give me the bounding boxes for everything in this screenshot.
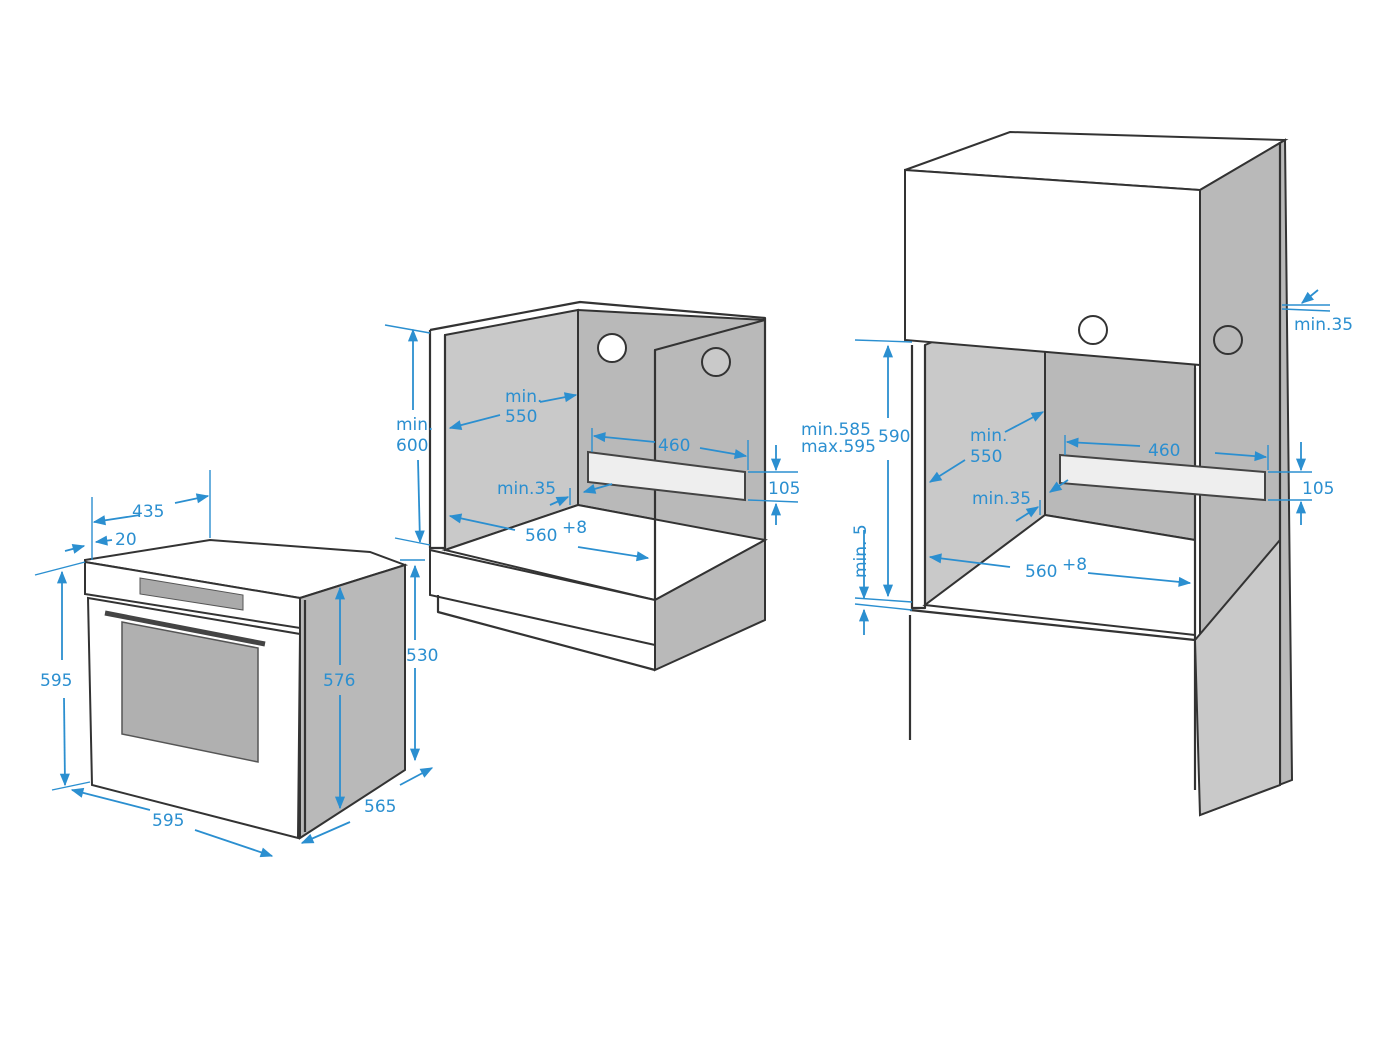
dim-niche-width-560: 560 (1025, 562, 1057, 582)
vent-hole (1213, 325, 1243, 355)
dim-min-depth-label: min. (970, 426, 1007, 446)
vent-hole (1078, 315, 1108, 345)
under-counter-cabinet (428, 300, 768, 672)
dim-min-height-600: 600 (396, 436, 428, 456)
dimension-arrow (64, 544, 86, 554)
dim-vent-height-105: 105 (768, 479, 800, 499)
dimension-arrow (577, 546, 650, 562)
dimension-arrow (928, 459, 966, 483)
dim-top-gap-min35: min.35 (1294, 315, 1353, 335)
dimension-arrow (300, 821, 351, 844)
dimension-arrow (59, 697, 70, 787)
oven-dimensions: 435 20 595 595 576 530 565 (34, 470, 438, 858)
cabinet-outline (429, 300, 767, 540)
dim-vent-height-105: 105 (1302, 479, 1334, 499)
dim-vent-gap-min35: min.35 (497, 479, 556, 499)
dimension-arrow (1214, 451, 1268, 462)
dimension-arrow (1004, 411, 1045, 433)
dimension-arrow (549, 496, 570, 507)
dimension-arrow (448, 414, 501, 431)
dim-vent-gap-min35: min.35 (972, 489, 1031, 509)
cabinet-plinth (436, 595, 656, 672)
dimension-arrow (592, 432, 656, 443)
extension-line (854, 597, 913, 603)
dimension-arrow (1015, 506, 1040, 522)
oven-side (299, 563, 406, 840)
vent-slot (587, 450, 746, 502)
extension-line (384, 324, 431, 334)
extension-line (34, 561, 86, 576)
dim-bottom-gap-min5: min. 5 (851, 524, 871, 578)
dim-oven-depth-565: 565 (364, 797, 396, 817)
dimension-arrow (582, 483, 613, 494)
vent-hole (597, 333, 627, 363)
dim-oven-side-576: 576 (323, 671, 355, 691)
dim-oven-height-595: 595 (40, 671, 72, 691)
dimension-arrow (92, 514, 141, 526)
vent-hole (701, 347, 731, 377)
dim-min-depth-label: min. (505, 387, 542, 407)
upper-cabinet-front (904, 168, 1201, 367)
vent-slot (1059, 453, 1266, 502)
cabinet-left-panel (428, 330, 447, 550)
dim-niche-height-max595: max.595 (801, 437, 876, 457)
dimension-arrow (174, 493, 210, 504)
extension-line (51, 781, 91, 791)
lower-cabinet-outline (909, 608, 1197, 790)
dim-niche-width-tolerance: +8 (562, 518, 587, 538)
extension-line (394, 537, 431, 546)
dimension-arrow (928, 553, 1011, 568)
extension-line (747, 499, 799, 503)
dimension-arrow (70, 787, 151, 811)
oven-window (121, 621, 259, 763)
dim-oven-width-595: 595 (152, 811, 184, 831)
tall-cabinet-dimensions: min.35 min.585 max.595 590 min. 5 min. 5… (801, 289, 1353, 635)
niche-left-panel (910, 345, 927, 610)
dim-min-depth-550: 550 (970, 447, 1002, 467)
dim-min-depth-550: 550 (505, 407, 537, 427)
dim-oven-depth-435: 435 (132, 502, 164, 522)
cabinet-base-side (654, 538, 766, 672)
dimension-arrow (399, 767, 434, 786)
tall-cabinet (904, 130, 1294, 817)
dimension-arrow (1065, 437, 1141, 448)
dim-niche-height-min585: min.585 (801, 420, 871, 440)
dim-vent-width-460: 460 (1148, 441, 1180, 461)
dimension-arrow (699, 447, 748, 460)
dimension-arrow (414, 459, 425, 544)
dim-niche-width-560: 560 (525, 526, 557, 546)
dim-oven-body-530: 530 (406, 646, 438, 666)
oven-handle (104, 610, 266, 647)
dimension-arrow (1048, 479, 1069, 493)
dim-oven-offset-20: 20 (115, 530, 137, 550)
dimension-arrow (1301, 289, 1319, 304)
dim-min-height-label: min. (396, 415, 433, 435)
oven-drawing (84, 538, 409, 840)
dim-niche-width-tolerance: +8 (1062, 555, 1087, 575)
lower-cabinet-side (1193, 537, 1281, 817)
dimension-arrow (539, 392, 578, 403)
extension-line (854, 339, 913, 343)
dim-vent-width-460: 460 (658, 436, 690, 456)
dim-niche-height-590: 590 (878, 427, 910, 447)
dimension-arrow (94, 535, 113, 546)
dimension-arrow (448, 513, 516, 531)
under-counter-dimensions: min. 600 min. 550 460 105 min.35 560 +8 (384, 324, 800, 562)
extension-line (854, 603, 913, 611)
dimension-arrow (194, 829, 274, 858)
extension-line (1281, 308, 1331, 312)
oven-display (139, 577, 244, 611)
dimension-arrow (1087, 572, 1192, 587)
